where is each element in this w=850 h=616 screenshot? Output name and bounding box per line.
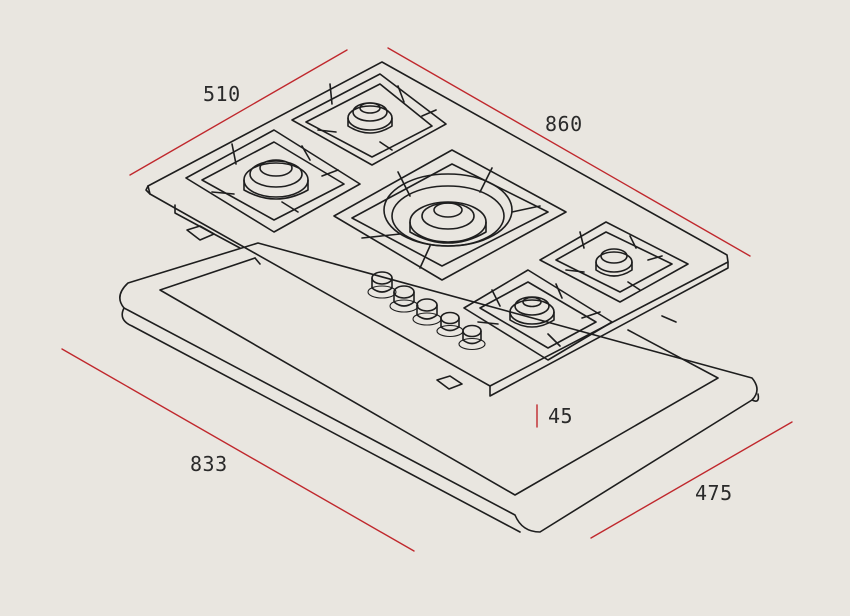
hob-top-plate (145, 61, 729, 397)
dimension-label-height: 45 (548, 404, 574, 428)
cutout-frame (119, 242, 760, 533)
front-left-burner (185, 129, 361, 233)
control-knobs (367, 271, 486, 351)
rear-right-burner (539, 221, 689, 303)
control-knob[interactable] (412, 298, 442, 326)
control-knob[interactable] (389, 285, 419, 313)
dimension-lines (61, 47, 793, 552)
dimension-line-833 (61, 348, 415, 552)
dimension-label-cutout-width: 475 (695, 481, 733, 505)
control-knob[interactable] (367, 271, 397, 299)
control-knob[interactable] (458, 324, 486, 351)
center-wok-burner (333, 149, 567, 281)
dimension-line-475 (590, 421, 793, 539)
dimension-label-cutout-length: 833 (190, 452, 228, 476)
dimension-line-860 (387, 47, 751, 257)
control-knob[interactable] (436, 311, 464, 338)
dimension-label-length-top: 860 (545, 112, 583, 136)
dimension-line-510 (129, 49, 348, 176)
dimension-label-width-top: 510 (203, 82, 241, 106)
rear-left-burner (291, 73, 447, 166)
front-right-burner (463, 269, 613, 361)
